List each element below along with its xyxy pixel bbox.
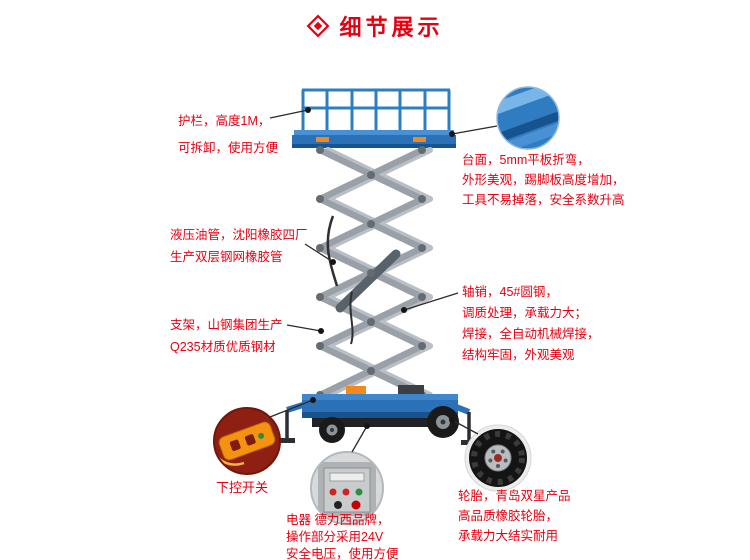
- electric-photo-inset: [310, 451, 384, 525]
- callout-hose: 液压油管，沈阳橡胶四厂 生产双层钢网橡胶管: [170, 228, 308, 264]
- platform-photo-inset: [496, 86, 560, 150]
- hydraulic-hose: [326, 215, 339, 287]
- callout-guardrail: 护栏，高度1M， 可拆卸，使用方便: [178, 114, 279, 155]
- callout-electric: 电器 德力西品牌， 操作部分采用24V 安全电压，使用方便: [286, 513, 399, 560]
- lift-illustration: [279, 88, 477, 445]
- base-chassis: [302, 385, 458, 427]
- callout-remote-label: 下控开关: [216, 480, 269, 495]
- callout-platform: 台面，5mm平板折弯， 外形美观，踢脚板高度增加， 工具不易掉落，安全系数升高: [462, 153, 625, 207]
- page-title: 细节展示: [339, 15, 444, 40]
- leader-lines: [269, 109, 498, 453]
- diamond-icon: [307, 14, 330, 38]
- callout-pin: 轴销，45#圆钢， 调质处理，承载力大； 焊接，全自动机械焊接， 结构牢固，外观…: [462, 285, 600, 362]
- callout-tire: 轮胎，青岛双星产品 高品质橡胶轮胎， 承载力大结实耐用: [458, 489, 571, 543]
- leader-dots: [305, 107, 455, 429]
- scissor-joints: [316, 146, 426, 399]
- callout-bracket: 支架，山钢集团生产 Q235材质优质钢材: [170, 318, 283, 354]
- hydraulic-cylinder: [335, 249, 401, 313]
- remote-photo-inset: [213, 407, 281, 475]
- header: 细节展示: [0, 10, 750, 42]
- wheels: [319, 406, 459, 443]
- tire-photo-inset: [464, 424, 532, 492]
- platform-deck: [292, 130, 456, 148]
- hydraulic-hose-2: [349, 291, 354, 345]
- platform-guardrail: [301, 88, 451, 131]
